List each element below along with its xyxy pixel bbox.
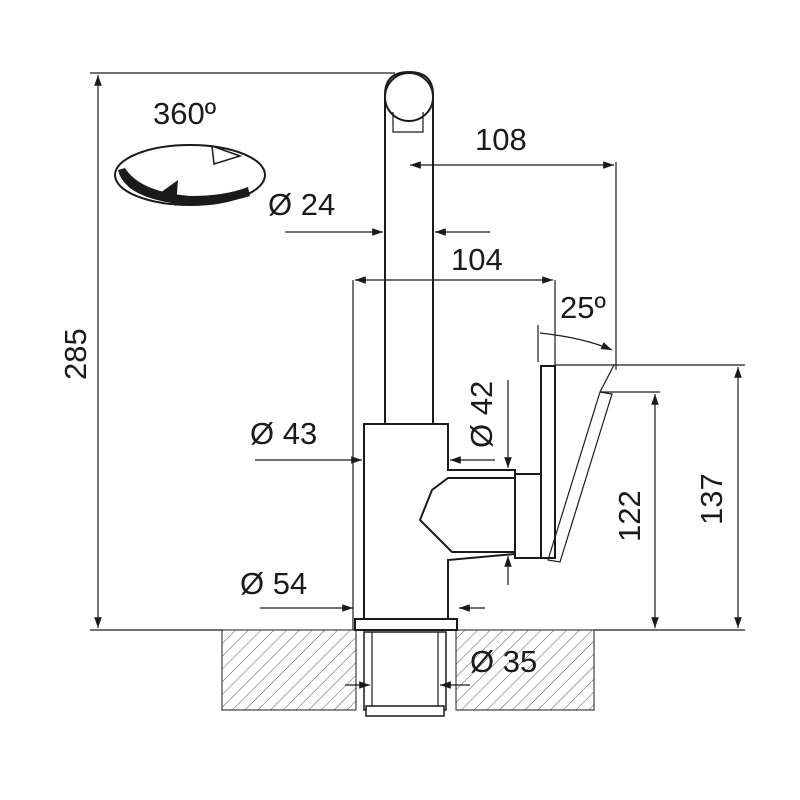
total-height-label: 285 bbox=[58, 328, 93, 380]
dimension-lines bbox=[94, 75, 742, 689]
base-diameter-label: Ø 54 bbox=[240, 566, 307, 601]
lever-reach-label: 104 bbox=[451, 242, 503, 277]
shank-diameter-label: Ø 35 bbox=[470, 644, 537, 679]
body-diameter-label: Ø 43 bbox=[250, 416, 317, 451]
countertop-section bbox=[221, 629, 595, 711]
height-122-label: 122 bbox=[612, 490, 647, 542]
lever-handle-open-outline bbox=[547, 364, 615, 563]
spout bbox=[384, 70, 434, 425]
rotation-arrow-icon bbox=[114, 144, 266, 206]
dimension-labels: 360º 108 Ø 24 104 25º Ø 43 Ø 54 Ø 35 285… bbox=[58, 96, 729, 679]
lever-handle bbox=[540, 365, 556, 559]
lever-hub-diameter-label: Ø 42 bbox=[464, 381, 499, 448]
spout-diameter-label: Ø 24 bbox=[268, 187, 335, 222]
mounting-shank bbox=[363, 631, 447, 717]
base-ring bbox=[354, 618, 458, 631]
spout-width-label: 108 bbox=[475, 122, 527, 157]
rotation-label: 360º bbox=[153, 96, 216, 131]
lever-angle-label: 25º bbox=[560, 290, 606, 325]
height-137-label: 137 bbox=[694, 473, 729, 525]
